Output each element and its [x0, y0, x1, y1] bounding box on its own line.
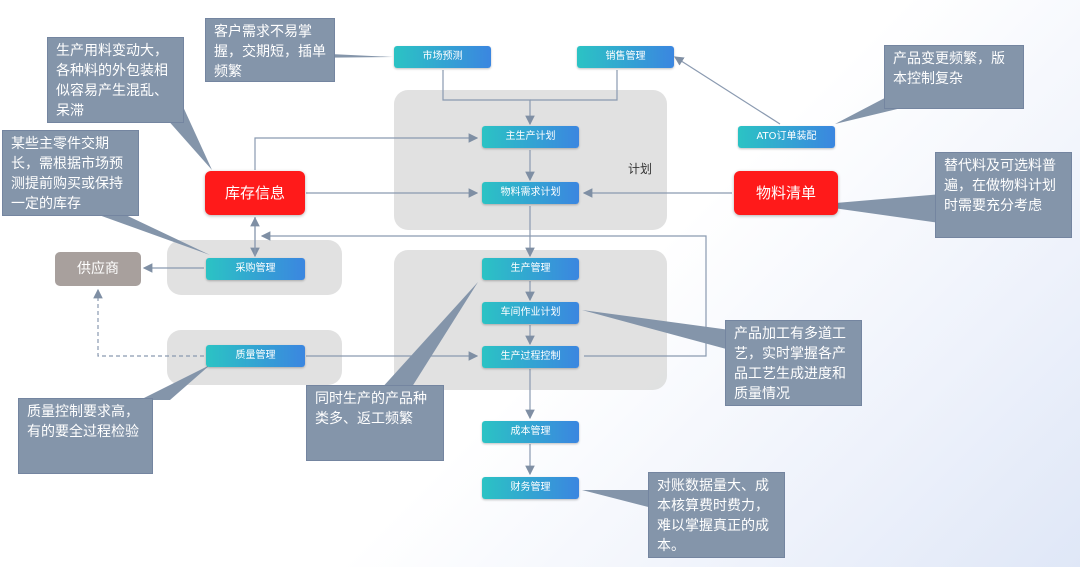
finance-management-box[interactable]: 财务管理: [482, 477, 579, 499]
purchasing-box[interactable]: 采购管理: [206, 258, 305, 280]
note-substitutes: 替代料及可选料普遍，在做物料计划时需要充分考虑: [935, 152, 1072, 238]
quality-management-box[interactable]: 质量管理: [206, 345, 305, 367]
note-quality: 质量控制要求高，有的要全过程检验: [18, 398, 153, 474]
market-forecast-box[interactable]: 市场预测: [394, 46, 491, 68]
ato-box[interactable]: ATO订单装配: [738, 126, 835, 148]
note-main-parts: 某些主零件交期长，需根据市场预测提前购买或保持一定的库存: [2, 130, 139, 216]
workshop-plan-box[interactable]: 车间作业计划: [482, 302, 579, 324]
cost-management-box[interactable]: 成本管理: [482, 421, 579, 443]
supplier-box[interactable]: 供应商: [55, 252, 141, 286]
note-product-change: 产品变更频繁，版本控制复杂: [884, 45, 1024, 109]
process-control-box[interactable]: 生产过程控制: [482, 346, 579, 368]
master-plan-box[interactable]: 主生产计划: [482, 126, 579, 148]
sales-management-box[interactable]: 销售管理: [577, 46, 674, 68]
note-customer-demand: 客户需求不易掌握，交期短，插单频繁: [205, 18, 335, 82]
inventory-info-box[interactable]: 库存信息: [205, 171, 305, 215]
production-management-box[interactable]: 生产管理: [482, 258, 579, 280]
note-craft: 产品加工有多道工艺，实时掌握各产品工艺生成进度和质量情况: [725, 320, 862, 406]
note-materials-change: 生产用料变动大，各种料的外包装相似容易产生混乱、呆滞: [47, 37, 184, 123]
bom-box[interactable]: 物料清单: [734, 171, 838, 215]
note-rework: 同时生产的产品种类多、返工频繁: [306, 385, 444, 461]
mrp-box[interactable]: 物料需求计划: [482, 182, 579, 204]
plan-label: 计划: [628, 162, 653, 176]
note-accounting: 对账数据量大、成本核算费时费力，难以掌握真正的成本。: [648, 472, 785, 558]
